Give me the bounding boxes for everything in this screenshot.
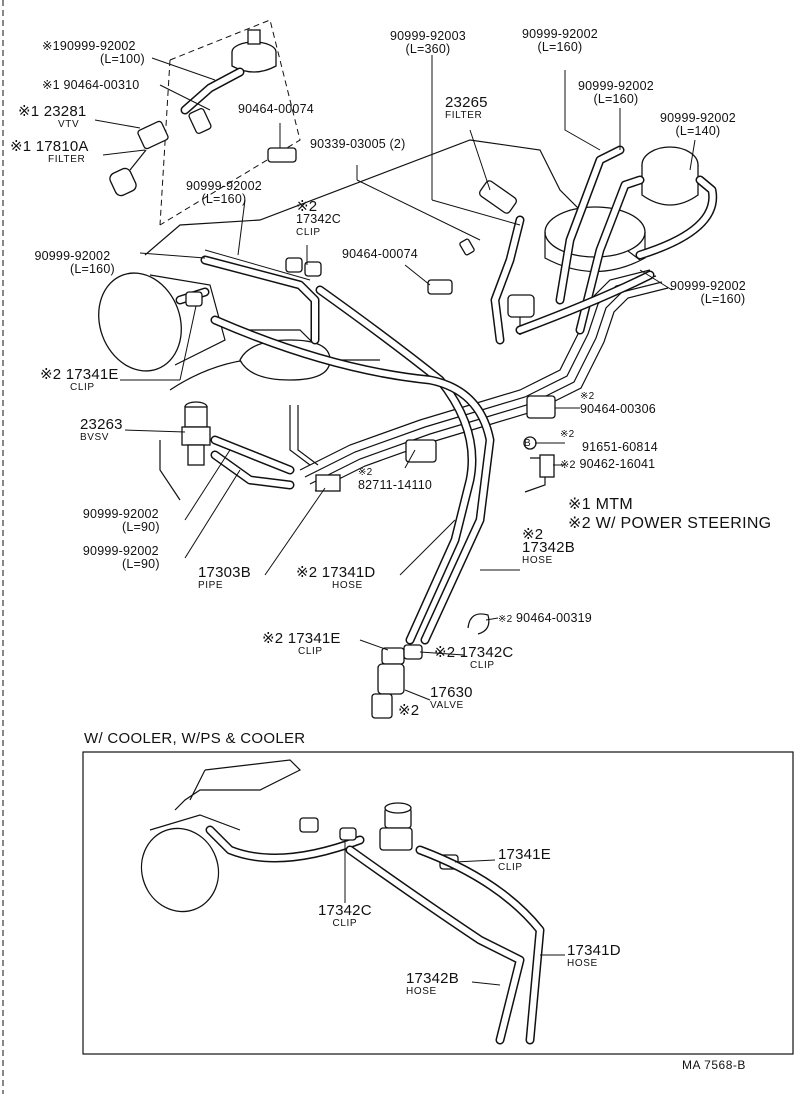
filter-part	[109, 149, 147, 197]
inset-frame	[82, 751, 794, 1055]
label-90339-03005: 90339-03005 (2)	[310, 137, 406, 151]
label-17303b-pipe: 17303B PIPE	[198, 564, 251, 591]
label-17342c-bottom: ※2 17342C CLIP	[434, 644, 514, 671]
label-90999-92002-l140: 90999-92002 (L=140)	[660, 111, 736, 138]
label-90999-92002-l160-mid: 90999-92002 (L=160)	[186, 179, 262, 206]
main-hoses	[210, 285, 495, 645]
label-17341e-bottom: ※2 17341E CLIP	[262, 630, 341, 657]
label-90999-92002-l160-right: 90999-92002 (L=160)	[670, 279, 746, 306]
inset-label-17341d: 17341D HOSE	[567, 942, 621, 969]
label-90999-92002-l90b: 90999-92002 (L=90)	[82, 544, 160, 571]
label-17630-mark: ※2	[398, 702, 420, 719]
inset-drawing	[140, 759, 565, 1045]
vtv-diaphragm-part	[231, 29, 277, 73]
label-90999-92002-l90a: 90999-92002 (L=90)	[82, 507, 160, 534]
label-17630-number: 17630 VALVE	[430, 684, 473, 711]
label-90999-92002-l100: ※190999-92002 (L=100)	[42, 39, 145, 66]
figure-code: MA 7568-B	[682, 1058, 746, 1072]
valve-17630-part	[371, 613, 490, 719]
label-90464-00074-top: 90464-00074	[238, 102, 314, 116]
label-17342b-hose: ※2 17342B HOSE	[522, 526, 575, 566]
label-90999-92002-l160-left: 90999-92002 (L=160)	[34, 249, 115, 276]
inset-label-17342c: 17342C CLIP	[318, 902, 372, 929]
label-17341d-hose: ※2 17341D HOSE	[296, 564, 376, 591]
legend-mtm: ※1 MTM	[568, 496, 633, 513]
label-91651-60814: ※2 91651-60814	[560, 429, 658, 454]
inset-label-17342b: 17342B HOSE	[406, 970, 459, 997]
leader-lines	[94, 55, 696, 701]
label-90464-00319: ※2 90464-00319	[498, 611, 592, 626]
label-90462-16041: ※2 90462-16041	[560, 457, 656, 472]
label-82711-14110: ※2 82711-14110	[358, 467, 433, 492]
label-23265-filter: 23265 FILTER	[445, 94, 488, 121]
label-90999-92002-l160-b: 90999-92002 (L=160)	[578, 79, 654, 106]
bolt-b-marker: B	[524, 438, 531, 449]
label-90464-00074-mid: 90464-00074	[342, 247, 418, 261]
label-90999-92002-l160-a: 90999-92002 (L=160)	[522, 27, 598, 54]
label-17341e-left: ※2 17341E CLIP	[40, 366, 119, 393]
inset-title: W/ COOLER, W/PS & COOLER	[84, 730, 306, 747]
label-17342c-top: ※2 17342C CLIP	[296, 198, 341, 238]
legend-power-steering: ※2 W/ POWER STEERING	[568, 515, 772, 532]
label-90464-00306: ※2 90464-00306	[580, 391, 656, 416]
clip-parts	[185, 147, 556, 493]
air-cleaner-part	[98, 272, 226, 372]
solenoid-part	[507, 294, 535, 335]
bvsv-part	[181, 401, 211, 466]
filter-23265-part	[479, 180, 517, 214]
vtv-part	[137, 107, 212, 150]
label-90999-92003: 90999-92003 (L=360)	[390, 29, 466, 56]
inset-label-17341e: 17341E CLIP	[498, 846, 551, 873]
label-90464-00310: ※1 90464-00310	[42, 78, 140, 92]
label-23263-bvsv: 23263 BVSV	[80, 416, 123, 443]
label-23281-vtv: ※1 23281 VTV	[18, 103, 87, 130]
vtv-detail-box	[159, 19, 301, 226]
label-17810a-filter: ※1 17810A FILTER	[10, 138, 89, 165]
